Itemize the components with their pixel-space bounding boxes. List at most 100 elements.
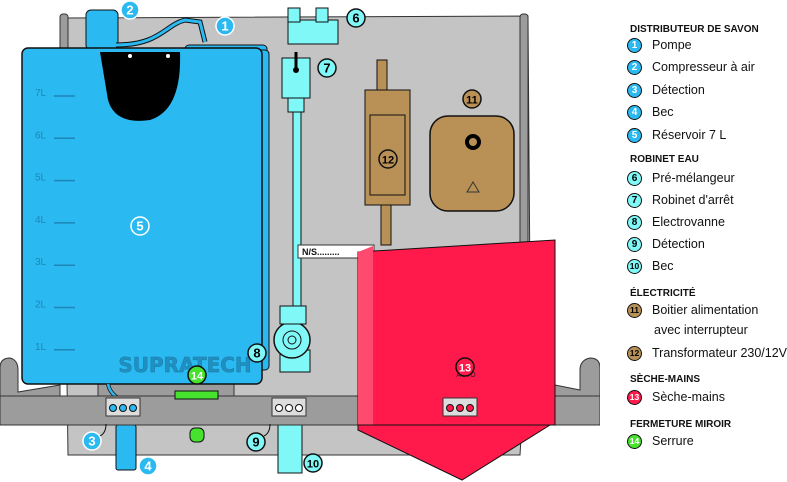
legend-item: 10 Bec [627, 257, 674, 275]
callout-number: 11 [466, 95, 478, 107]
mirror-lock [174, 390, 219, 400]
legend-label: Pompe [652, 38, 692, 52]
tank-brand: SUPRATECH [118, 353, 251, 377]
callout-number: 14 [191, 371, 204, 383]
callout-number: 10 [307, 459, 319, 471]
legend-label: Electrovanne [652, 215, 725, 229]
legend-heading: ÉLECTRICITÉ [630, 288, 696, 299]
callout-4: 4 [138, 456, 158, 476]
legend-label: Compresseur à air [652, 60, 755, 74]
legend-label: Sèche-mains [652, 390, 725, 404]
legend-number-badge: 7 [627, 192, 642, 208]
legend-item: 11 Boitier alimentation [627, 301, 758, 319]
callout-6: 6 [346, 8, 366, 28]
legend-number-badge: 12 [627, 345, 642, 361]
legend-label: Bec [652, 105, 674, 119]
callout-number: 6 [352, 11, 359, 26]
legend-item: 13 Sèche-mains [627, 388, 725, 406]
right-bracket [554, 357, 600, 397]
legend-item: 7 Robinet d'arrêt [627, 191, 734, 209]
water-spout [277, 424, 303, 474]
tank-level-label: 3L [35, 257, 47, 268]
callout-5: 5 [130, 216, 150, 236]
callout-circle [82, 431, 102, 451]
tank-level-label: 5L [35, 173, 47, 184]
tank-level-label: 2L [35, 300, 47, 311]
legend-number-badge: 4 [627, 104, 642, 120]
callout-1: 1 [215, 16, 235, 36]
callout-circle [455, 357, 475, 377]
callout-circle [138, 456, 158, 476]
callout-circle [303, 453, 323, 473]
callout-3: 3 [82, 431, 102, 451]
callout-number: 4 [144, 459, 152, 474]
legend-heading: SÈCHE-MAINS [630, 374, 701, 385]
callout-circle [215, 16, 235, 36]
callout-number: 9 [252, 435, 259, 450]
callout-circle [246, 432, 266, 452]
legend-item: 8 Electrovanne [627, 213, 725, 231]
callout-circle [346, 8, 366, 28]
legend-label: Transformateur 230/12V [652, 346, 787, 360]
legend-label: Bec [652, 259, 674, 273]
callout-circle [187, 365, 207, 385]
legend-number-badge: 1 [627, 37, 642, 53]
legend-number-badge: 6 [627, 170, 642, 186]
callout-number: 7 [323, 61, 330, 76]
legend-number-badge: 10 [627, 258, 642, 274]
legend-item: 14 Serrure [627, 432, 694, 450]
callout-circle [378, 149, 398, 169]
legend-heading: ROBINET EAU [630, 154, 699, 165]
legend-number-badge: 8 [627, 214, 642, 230]
legend-label: Détection [652, 83, 705, 97]
callout-13: 13 [455, 357, 475, 377]
callout-10: 10 [303, 453, 323, 473]
legend-item: 6 Pré-mélangeur [627, 169, 735, 187]
callout-circle [317, 58, 337, 78]
callout-number: 12 [382, 155, 394, 167]
tank-level-label: 7L [35, 88, 47, 99]
legend-label-continued: avec interrupteur [654, 323, 748, 337]
premixer [287, 19, 339, 45]
left-bracket [0, 357, 61, 397]
callout-circle [462, 89, 482, 109]
legend-label: Détection [652, 237, 705, 251]
legend-number-badge: 14 [627, 433, 642, 449]
callout-circle [120, 0, 140, 20]
legend-item: 2 Compresseur à air [627, 58, 755, 76]
water-pipe [292, 109, 302, 331]
hand-dryer [357, 239, 556, 426]
power-box [429, 115, 515, 212]
serial-text: N/S......... [302, 247, 340, 257]
legend-item: 1 Pompe [627, 36, 692, 54]
legend-label: Pré-mélangeur [652, 171, 735, 185]
legend-number-badge: 2 [627, 59, 642, 75]
tank-level-label: 6L [35, 130, 47, 141]
tank-level-label: 1L [35, 342, 47, 353]
legend-item: 4 Bec [627, 103, 674, 121]
legend-label: Serrure [652, 434, 694, 448]
callout-number: 13 [459, 363, 471, 375]
soap-tank [21, 47, 263, 385]
callout-circle [130, 216, 150, 236]
legend-label: Boitier alimentation [652, 303, 759, 317]
legend-number-badge: 13 [627, 389, 642, 405]
legend-number-badge: 5 [627, 127, 642, 143]
tank-level-label: 4L [35, 215, 47, 226]
callout-number: 2 [126, 3, 133, 18]
callout-number: 8 [253, 346, 260, 361]
legend-number-badge: 11 [627, 302, 642, 318]
legend-heading: DISTRIBUTEUR DE SAVON [630, 24, 759, 35]
legend-label: Robinet d'arrêt [652, 193, 734, 207]
tank-window [100, 52, 181, 121]
callout-circle [247, 343, 267, 363]
callout-number: 5 [136, 219, 143, 234]
callout-12: 12 [378, 149, 398, 169]
soap-spout [115, 424, 137, 471]
callout-7: 7 [317, 58, 337, 78]
callout-9: 9 [246, 432, 266, 452]
callout-8: 8 [247, 343, 267, 363]
